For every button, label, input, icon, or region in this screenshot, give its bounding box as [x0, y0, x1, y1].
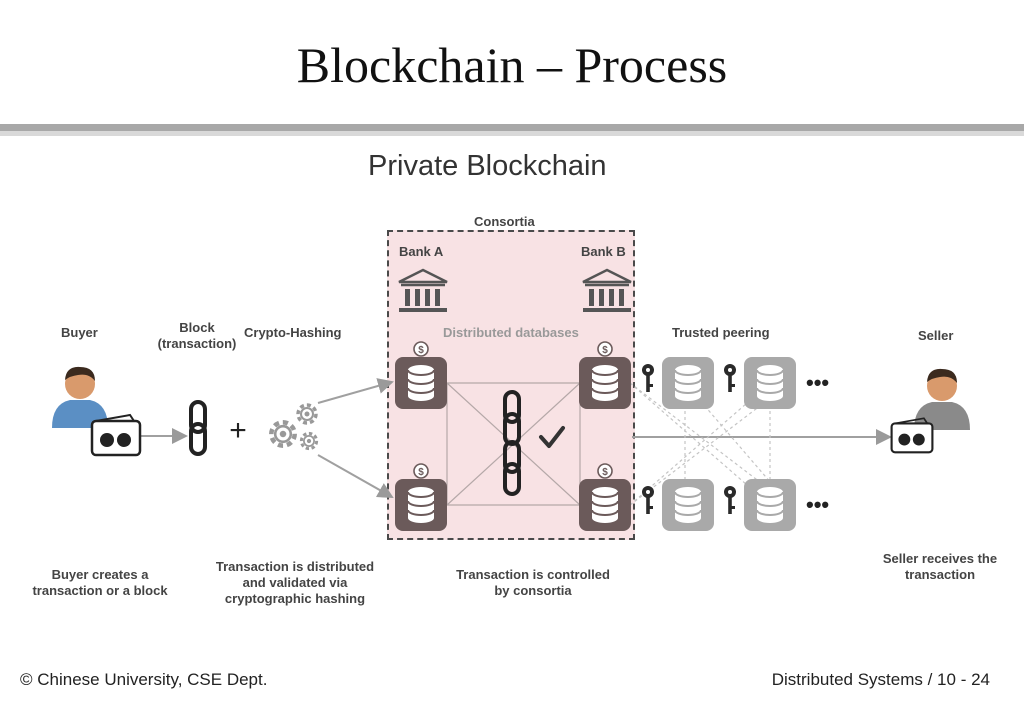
seller-label: Seller [918, 328, 954, 343]
consortia-caption: Transaction is controlled by consortia [448, 567, 618, 599]
more-peers-ellipsis: ••• [806, 370, 829, 395]
buyer-label: Buyer [61, 325, 98, 340]
distributed-db-label: Distributed databases [443, 325, 579, 340]
key-icon [642, 486, 654, 514]
block-chain-link-icon [189, 400, 207, 456]
crypto-hashing-label: Crypto-Hashing [244, 325, 342, 340]
hash-to-db-arrow-top [317, 378, 394, 404]
buyer-wallet-icon [90, 413, 142, 457]
consortia-caption-line2: by consortia [494, 583, 572, 598]
footer-page-info: Distributed Systems / 10 - 24 [771, 670, 990, 689]
peer-db-top-2 [743, 356, 797, 410]
trusted-peering-label: Trusted peering [672, 325, 770, 340]
hashing-caption-line2: and validated via [242, 575, 348, 590]
more-peers-ellipsis: ••• [806, 492, 829, 517]
gears-icon [271, 403, 319, 451]
bank-b-label: Bank B [581, 244, 626, 259]
key-icon [642, 364, 654, 392]
block-label: Block (transaction) [155, 320, 239, 352]
consortia-db-top-right [578, 356, 632, 410]
footer-copyright: © Chinese University, CSE Dept. [20, 670, 268, 689]
seller-wallet-icon [890, 417, 934, 454]
bank-a-label: Bank A [399, 244, 444, 259]
checkmark-icon [539, 426, 565, 448]
consortia-db-top-left [394, 356, 448, 410]
consortia-db-bottom-right [578, 478, 632, 532]
hashing-caption: Transaction is distributed and validated… [205, 559, 385, 607]
hash-to-db-arrow-bottom [317, 454, 394, 498]
seller-person-icon [914, 368, 970, 430]
central-chain-icon [503, 390, 521, 496]
seller-caption-line1: Seller receives the [882, 551, 998, 566]
consortia-label: Consortia [474, 214, 535, 229]
hashing-caption-line3: cryptographic hashing [224, 591, 366, 606]
peer-db-top-1 [661, 356, 715, 410]
seller-caption: Seller receives the transaction [870, 551, 1010, 583]
plus-sign: + [229, 414, 247, 447]
seller-caption-line2: transaction [904, 567, 976, 582]
title-divider-light [0, 131, 1024, 136]
peer-db-bottom-2 [743, 478, 797, 532]
key-icon [724, 486, 736, 514]
consortia-caption-line1: Transaction is controlled [456, 567, 610, 582]
block-label-line2: (transaction) [157, 336, 237, 351]
dollar-sign: $ [602, 345, 608, 356]
hashing-caption-line1: Transaction is distributed [215, 559, 375, 574]
buyer-caption-line1: Buyer creates a [51, 567, 149, 582]
block-label-line1: Block [179, 320, 215, 335]
dollar-sign: $ [418, 467, 424, 478]
buyer-caption: Buyer creates a transaction or a block [20, 567, 180, 599]
peer-db-bottom-1 [661, 478, 715, 532]
slide-title: Blockchain – Process [296, 37, 728, 93]
buyer-caption-line2: transaction or a block [32, 583, 168, 598]
consortia-db-bottom-left [394, 478, 448, 532]
buyer-person-icon [52, 366, 108, 428]
bank-b-icon [581, 268, 633, 314]
bank-a-icon [397, 268, 449, 314]
dollar-sign: $ [602, 467, 608, 478]
title-divider [0, 124, 1024, 131]
dollar-sign: $ [418, 345, 424, 356]
diagram-title: Private Blockchain [368, 150, 607, 182]
key-icon [724, 364, 736, 392]
